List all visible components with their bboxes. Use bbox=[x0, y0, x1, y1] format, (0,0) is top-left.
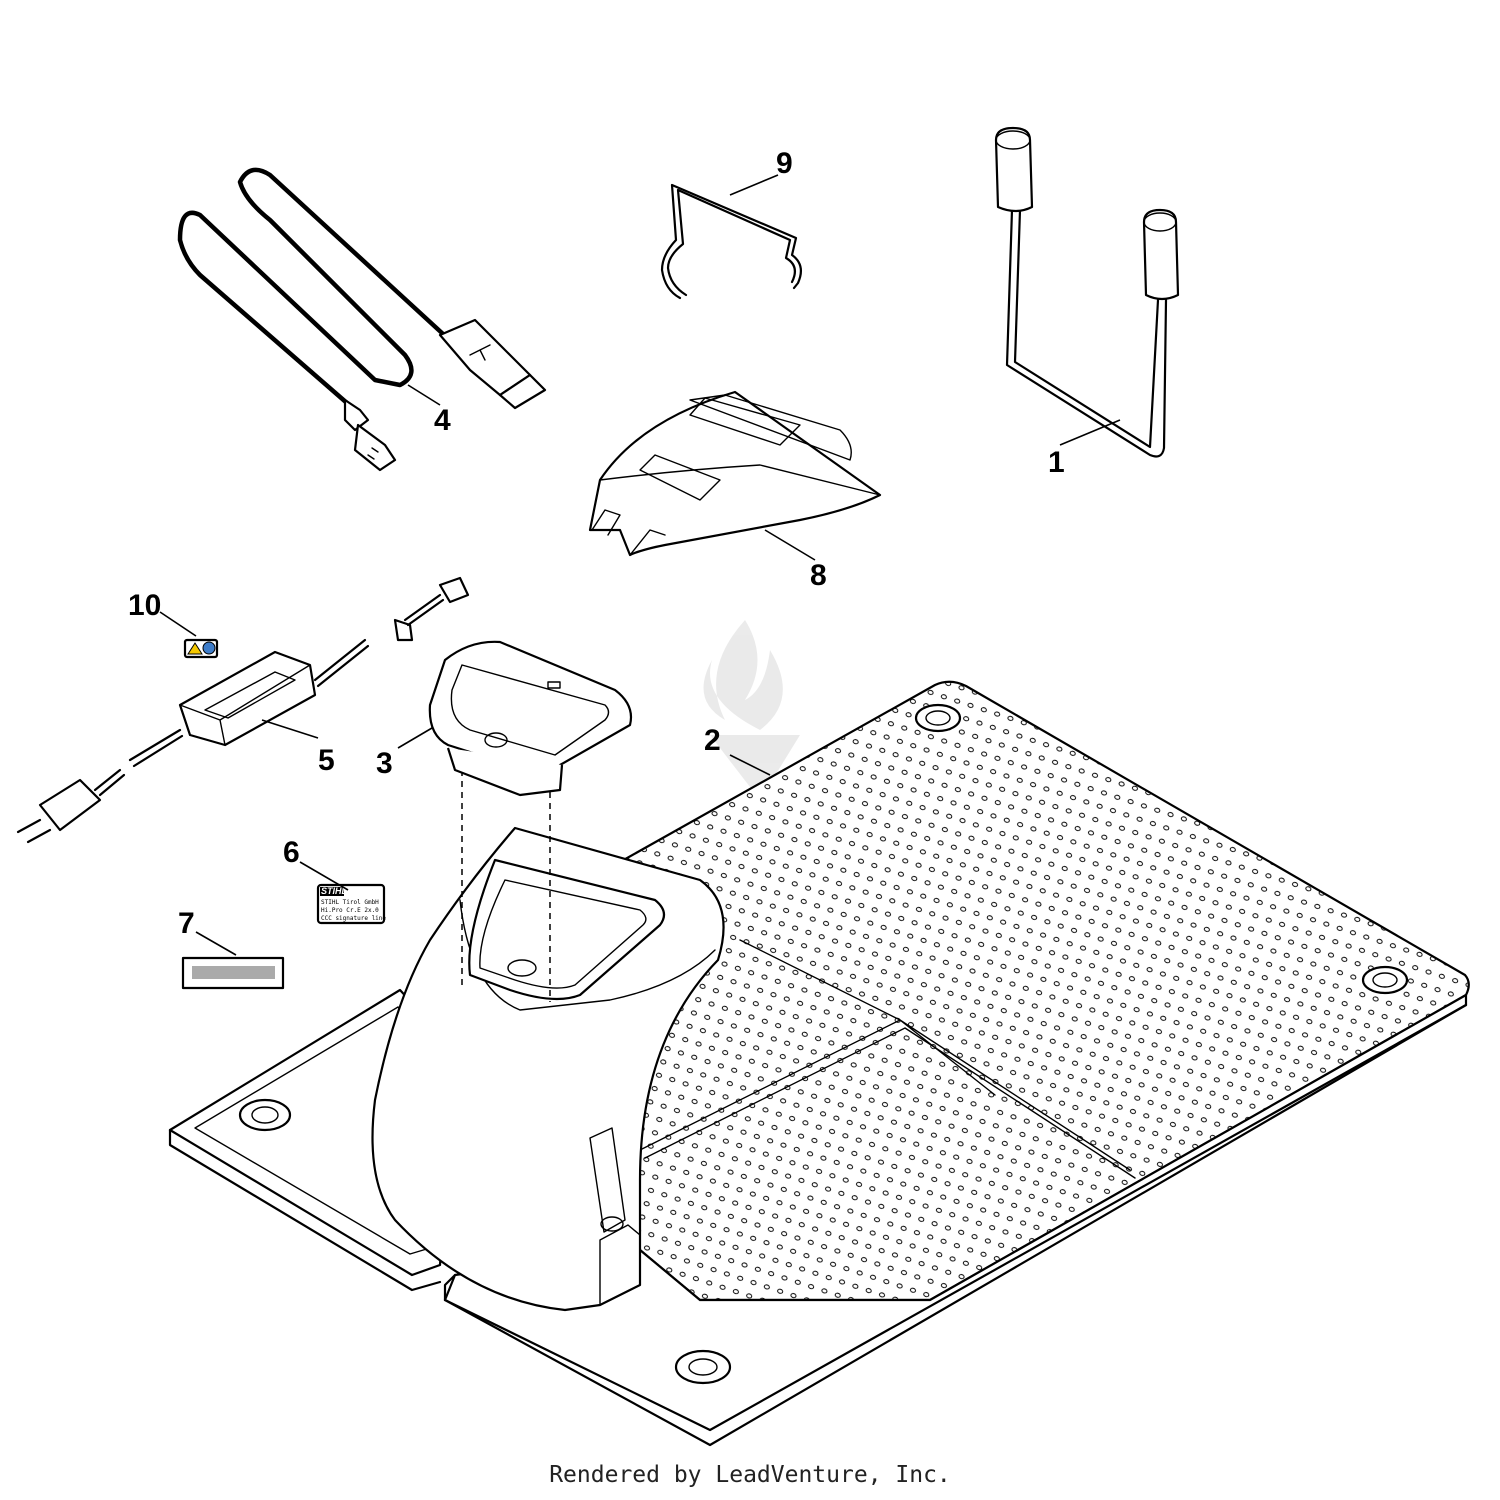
screw-hole bbox=[1361, 965, 1409, 995]
svg-text:STIHL Tirol GmbH: STIHL Tirol GmbH bbox=[321, 899, 379, 906]
svg-text:STIHL: STIHL bbox=[321, 886, 347, 896]
screw-hole bbox=[674, 1349, 732, 1385]
usb-cable-part-4 bbox=[177, 167, 547, 472]
bracket-part-9 bbox=[660, 183, 803, 300]
label-part-7 bbox=[181, 956, 285, 990]
callout-3: 3 bbox=[376, 747, 393, 780]
callout-2: 2 bbox=[704, 724, 721, 757]
cover-part-8 bbox=[588, 390, 882, 557]
warning-label-part-10 bbox=[183, 638, 219, 659]
callout-10: 10 bbox=[128, 589, 161, 622]
svg-text:Hi.Pro Cr.E 2x.0: Hi.Pro Cr.E 2x.0 bbox=[321, 907, 379, 914]
wire-stake-part-1 bbox=[994, 126, 1180, 458]
callout-1: 1 bbox=[1048, 446, 1065, 479]
screw-hole bbox=[238, 1098, 292, 1132]
base-plate-part-2 bbox=[168, 680, 1470, 1447]
charging-station-housing bbox=[371, 826, 725, 1312]
screw-hole bbox=[914, 703, 962, 733]
callout-4: 4 bbox=[434, 404, 451, 437]
callout-8: 8 bbox=[810, 559, 827, 592]
rating-label-part-6: STIHL STIHL Tirol GmbH Hi.Pro Cr.E 2x.0 … bbox=[316, 883, 386, 925]
callout-7: 7 bbox=[178, 907, 195, 940]
footer-credit: Rendered by LeadVenture, Inc. bbox=[549, 1462, 951, 1488]
callout-9: 9 bbox=[776, 147, 793, 180]
insert-part-3 bbox=[428, 640, 633, 797]
svg-text:CCC signature line: CCC signature line bbox=[321, 915, 386, 922]
callout-6: 6 bbox=[283, 836, 300, 869]
leader-lines bbox=[159, 174, 1121, 956]
callout-5: 5 bbox=[318, 744, 335, 777]
power-supply-part-5 bbox=[16, 576, 470, 844]
